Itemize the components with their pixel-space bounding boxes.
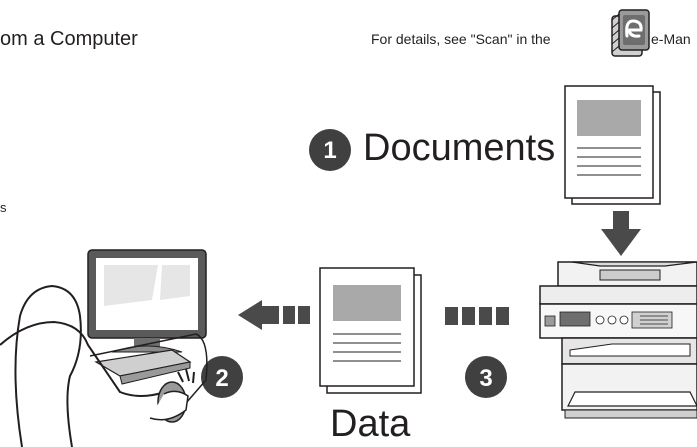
svg-text:2: 2 — [215, 365, 228, 392]
user-at-computer-icon — [0, 249, 208, 447]
step-2-badge: 2 — [201, 356, 243, 398]
details-reference-text: For details, see "Scan" in the — [371, 31, 551, 47]
dashed-left-arrow-icon — [238, 300, 310, 330]
svg-text:1: 1 — [323, 137, 336, 164]
page-title-fragment: om a Computer — [0, 28, 138, 50]
e-manual-label: e-Man — [651, 31, 691, 47]
documents-label: Documents — [363, 127, 556, 169]
step-1-badge: 1 — [309, 129, 351, 171]
dashed-right-connector — [445, 307, 509, 325]
step-3-badge: 3 — [465, 356, 507, 398]
data-document-icon — [319, 267, 422, 394]
e-manual-book-icon[interactable] — [611, 9, 650, 57]
multifunction-printer-icon — [539, 261, 697, 419]
cropped-text-fragment: s — [0, 200, 7, 215]
svg-text:3: 3 — [479, 365, 492, 392]
document-stack-icon — [564, 85, 661, 205]
data-label: Data — [330, 403, 411, 445]
down-arrow-icon — [601, 211, 641, 256]
